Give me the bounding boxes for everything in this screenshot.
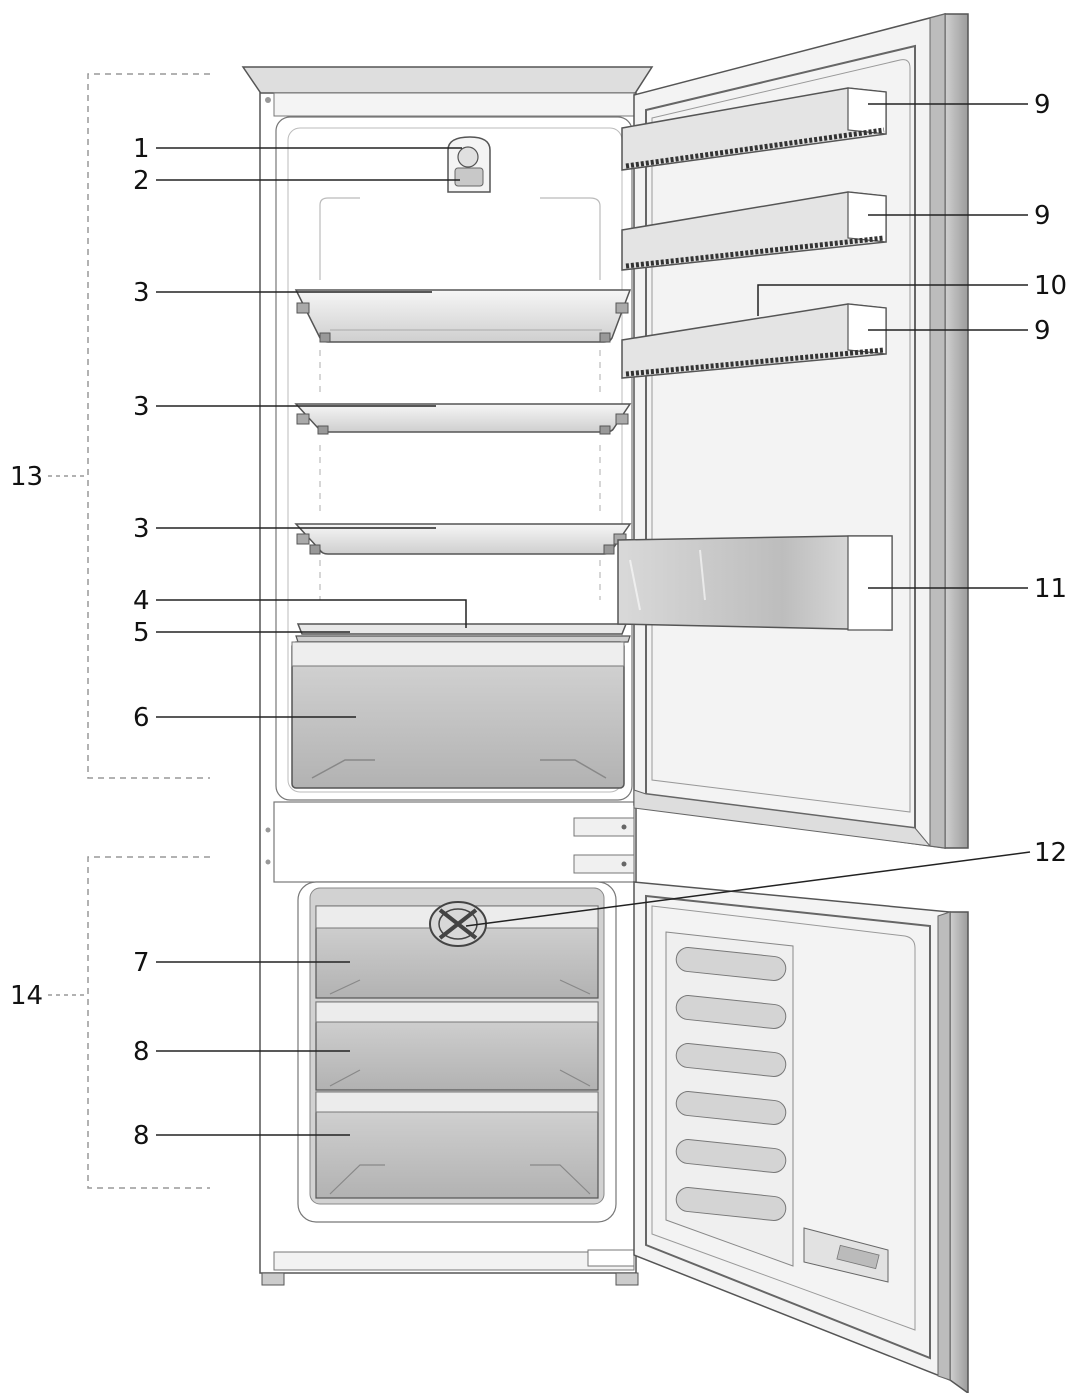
- door-balcony-1: [621, 87, 887, 171]
- bracket-label-14: 14: [10, 981, 43, 1011]
- leader-10: [757, 284, 1028, 316]
- callout-12: 12: [1034, 838, 1067, 868]
- callout-7: 7: [133, 948, 150, 978]
- freezer-drawer-3: [315, 1091, 599, 1199]
- crisper-drawer: [291, 641, 625, 789]
- callout-4: 4: [133, 586, 150, 616]
- bracket-freezer-section: 14: [10, 856, 210, 1189]
- bottle-shelf: [617, 535, 893, 631]
- callout-10: 10: [1034, 271, 1067, 301]
- callout-1: 1: [133, 134, 150, 164]
- callout-9c: 9: [1034, 316, 1051, 346]
- callout-labels: 1 2 3 3 3 4 5 6 7 8 8 9 9 9 10 11 12: [133, 90, 1067, 1151]
- freezer-drawer-2: [315, 1001, 599, 1091]
- crisper-cover: [295, 623, 631, 643]
- glass-shelf-2: [294, 403, 632, 435]
- leader-lines: [156, 103, 1031, 1136]
- bracket-fridge-section: 13: [10, 73, 210, 779]
- leader-12: [465, 851, 1031, 927]
- leader-4: [156, 599, 467, 628]
- cabinet-top: [241, 66, 654, 96]
- callout-3b: 3: [133, 392, 150, 422]
- foot-left: [261, 1272, 285, 1286]
- callout-8a: 8: [133, 1037, 150, 1067]
- callout-9a: 9: [1034, 90, 1051, 120]
- callout-8b: 8: [133, 1121, 150, 1151]
- callout-3c: 3: [133, 514, 150, 544]
- callout-5: 5: [133, 618, 150, 648]
- door-balcony-3: [621, 303, 887, 379]
- freezer-door: [633, 881, 969, 1395]
- callout-9b: 9: [1034, 201, 1051, 231]
- callout-11: 11: [1034, 574, 1067, 604]
- callout-2: 2: [133, 166, 150, 196]
- freezer-drawer-1: [315, 905, 599, 999]
- callout-3a: 3: [133, 278, 150, 308]
- foot-right: [615, 1272, 639, 1286]
- door-balcony-2: [621, 191, 887, 271]
- glass-shelf-1: [294, 289, 632, 343]
- glass-shelf-3: [294, 523, 632, 555]
- callout-6: 6: [133, 703, 150, 733]
- thermostat-housing: [447, 136, 491, 193]
- bracket-label-13: 13: [10, 462, 43, 492]
